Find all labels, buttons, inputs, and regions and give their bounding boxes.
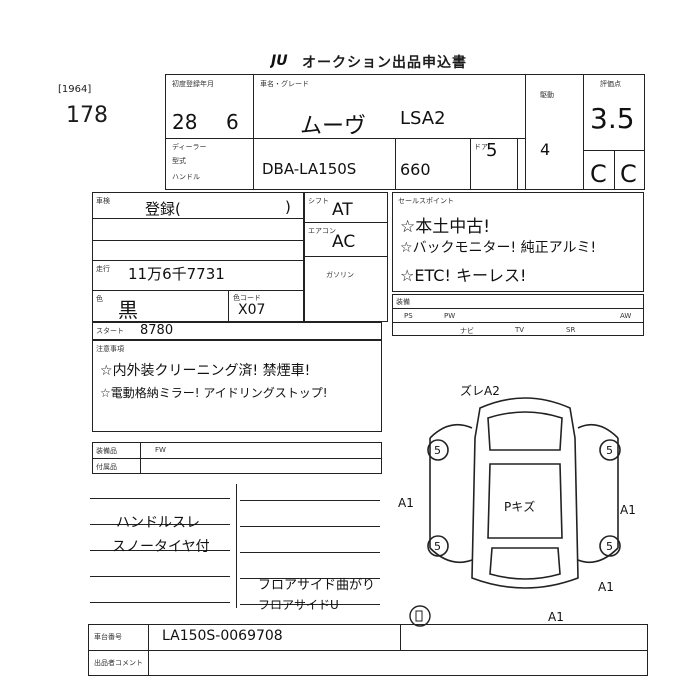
price-frame: [92, 322, 382, 340]
notes-frame: [92, 340, 382, 432]
fuel-label: ガソリン: [326, 271, 354, 279]
svg-text:JU: JU: [270, 53, 288, 68]
seats-value: 4: [540, 140, 551, 159]
doors-value: 5: [486, 140, 498, 161]
color-code-value: X07: [238, 302, 266, 318]
color-label: 色: [96, 295, 103, 303]
equip-row1-label: 装備品: [96, 447, 117, 455]
month-value: 6: [226, 110, 239, 134]
inspection-label: 車検: [96, 197, 110, 205]
interior-grade: C: [590, 160, 607, 188]
inspection-note-2: フロアサイドU: [258, 598, 339, 612]
diagram-center-label: Pキズ: [504, 500, 536, 514]
equipment-item-5: SR: [566, 326, 576, 334]
model-label: 車名・グレード: [260, 80, 309, 88]
tire-score-rr: 5: [606, 540, 613, 553]
notes-line-2: ☆電動格納ミラー! アイドリングストップ!: [100, 386, 328, 400]
shift-value: AT: [332, 200, 353, 220]
diagram-rear-right-label: A1: [598, 580, 614, 594]
tire-score-rl: 5: [434, 540, 441, 553]
diagram-top-label: ズレA2: [460, 384, 500, 398]
equipment-label: 装備: [396, 298, 410, 306]
handwritten-note-1: ハンドルスレ: [116, 515, 200, 531]
vin-value: LA150S-0069708: [162, 628, 283, 644]
doors-label: ドア: [474, 143, 488, 151]
model-code-label: 型式: [172, 157, 186, 165]
page-title: オークション出品申込書: [302, 55, 467, 71]
car-diagram: 5 5 5 5: [410, 378, 640, 618]
inspection-value: 登録(: [145, 200, 181, 218]
year-value: 28: [172, 110, 198, 134]
lot-number: 178: [66, 103, 108, 128]
sales-point-3: ☆ETC! キーレス!: [400, 266, 527, 285]
exterior-grade: C: [620, 160, 637, 188]
ac-label: エアコン: [308, 227, 336, 235]
equipment-item-4: ナビ: [460, 327, 474, 335]
top-form-frame: [165, 74, 645, 190]
drive-label: 駆動: [540, 91, 554, 99]
equipment-item-1: PW: [444, 312, 456, 320]
diagram-left-label: A1: [398, 496, 414, 510]
sales-point-2: ☆バックモニター! 純正アルミ!: [400, 240, 597, 256]
equipment-frame: [392, 294, 644, 336]
price-value: 8780: [140, 323, 174, 338]
displacement-value: 660: [400, 160, 431, 179]
year-label: 初度登録年月: [172, 80, 214, 88]
sales-point-1: ☆本土中古!: [400, 217, 491, 237]
mileage-value: 11万6千7731: [128, 265, 225, 283]
notes-line-1: ☆内外装クリーニング済! 禁煙車!: [100, 363, 311, 379]
fuel-icon: [408, 604, 432, 628]
equipment-item-0: PS: [404, 312, 413, 320]
shift-frame: [304, 192, 388, 322]
sales-points-frame: [392, 192, 644, 292]
registration-frame: [92, 192, 304, 322]
grade-value: LSA2: [400, 108, 446, 129]
inspection-close: ): [285, 198, 291, 216]
sales-points-label: セールスポイント: [398, 197, 454, 205]
equipment-item-2: AW: [620, 312, 632, 320]
color-value: 黒: [118, 298, 138, 322]
diagram-bottom-label: A1: [548, 610, 564, 624]
grade-score-value: 3.5: [590, 102, 635, 135]
equip-row2-label: 付属品: [96, 463, 117, 471]
dealer-label: ディーラー: [172, 143, 207, 151]
form-code: [1964]: [58, 84, 92, 95]
tire-score-fr: 5: [606, 444, 613, 457]
diagram-right-label: A1: [620, 503, 636, 517]
vin-label: 車台番号: [94, 633, 122, 641]
model-code-value: DBA-LA150S: [262, 160, 357, 178]
inspection-note-1: フロアサイド曲がり: [258, 578, 376, 593]
shift-label: シフト: [308, 197, 329, 205]
color-code-label: 色コード: [233, 294, 261, 302]
handle-label: ハンドル: [172, 173, 200, 181]
notes-label: 注意事項: [96, 345, 124, 353]
mileage-label: 走行: [96, 265, 110, 273]
tire-score-fl: 5: [434, 444, 441, 457]
remarks-label: 出品者コメント: [94, 659, 143, 667]
grade-score-label: 評価点: [600, 80, 621, 88]
equipment-item-3: TV: [515, 326, 525, 334]
model-name: ムーヴ: [300, 114, 367, 139]
equip-row1-value: FW: [155, 446, 166, 454]
handwritten-note-2: スノータイヤ付: [112, 539, 210, 555]
price-label: スタート: [96, 327, 124, 335]
ac-value: AC: [332, 232, 356, 252]
auction-logo: JU: [268, 52, 304, 69]
